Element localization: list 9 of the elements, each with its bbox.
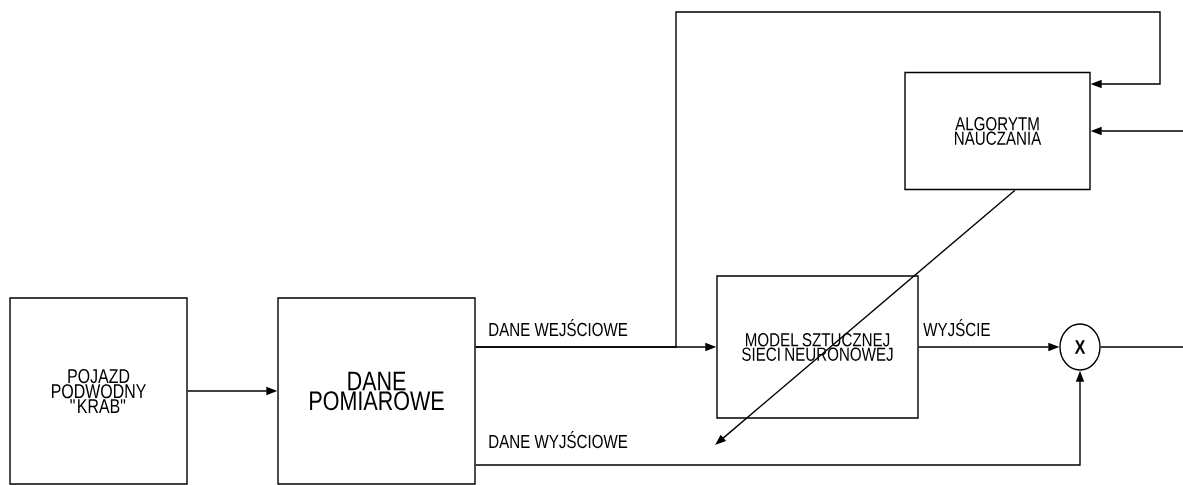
arrow xyxy=(715,189,1016,445)
arrow xyxy=(475,11,1161,348)
process-box: ALGORYTM NAUCZANIA xyxy=(904,71,1091,191)
process-box: DANE POMIAROWE xyxy=(277,297,476,485)
edge-label: WYJŚCIE xyxy=(921,317,992,338)
edge-label: DANE WYJŚCIOWE xyxy=(486,429,630,450)
summing-junction: X xyxy=(1059,323,1101,371)
process-box: POJAZD PODWODNY "KRAB" xyxy=(9,297,188,485)
edge-label: DANE WEJŚCIOWE xyxy=(486,317,630,338)
